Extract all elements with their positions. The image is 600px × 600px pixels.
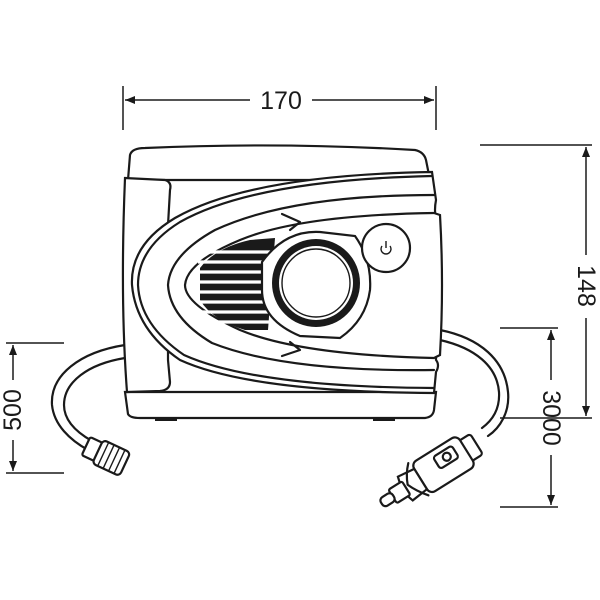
width-dimension: 170 xyxy=(122,86,437,130)
pressure-dial[interactable] xyxy=(272,239,360,327)
height-dimension: 148 xyxy=(480,144,600,419)
height-label: 148 xyxy=(572,265,600,307)
vent-grille xyxy=(198,238,275,330)
width-label: 170 xyxy=(260,87,302,115)
cable-length-label: 3000 xyxy=(537,390,565,446)
hose-length-dimension: 500 xyxy=(0,342,64,474)
cigarette-lighter-plug xyxy=(379,433,483,508)
power-button[interactable] xyxy=(360,222,412,274)
plug-led-icon xyxy=(441,451,452,462)
power-icon xyxy=(380,241,392,255)
air-hose xyxy=(50,343,131,476)
power-cable xyxy=(438,328,510,438)
hose-length-label: 500 xyxy=(0,389,27,431)
compressor-body xyxy=(121,144,444,421)
cable-length-dimension: 3000 xyxy=(500,327,565,508)
hose-valve-connector xyxy=(81,436,131,476)
